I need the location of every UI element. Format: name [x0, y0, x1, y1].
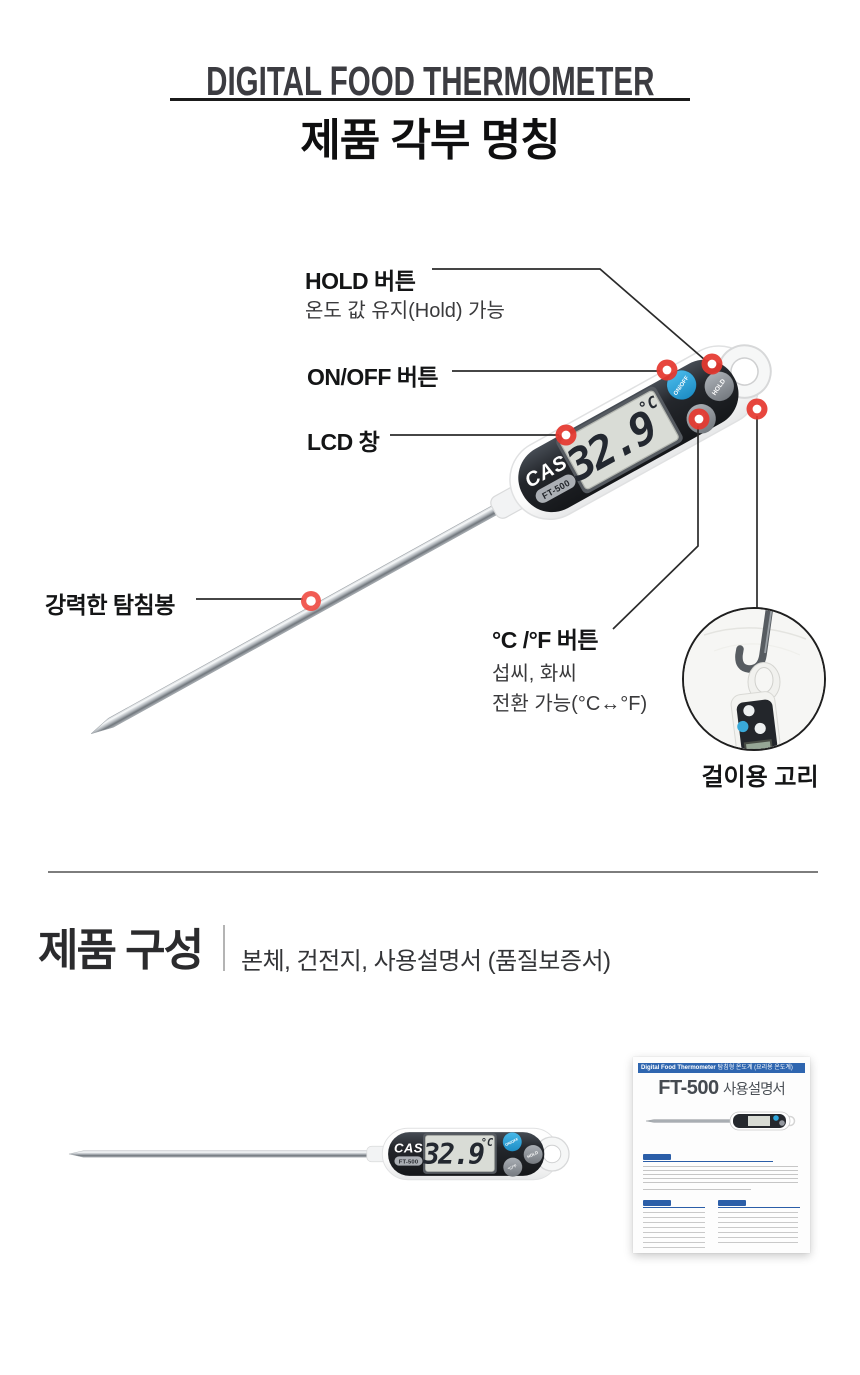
callout-on-off-label: ON/OFF 버튼 — [307, 364, 439, 390]
model-pill — [394, 1156, 423, 1166]
manual-section1-pill — [643, 1154, 671, 1160]
lcd-screen — [425, 1135, 495, 1172]
callout-hold-label: HOLD 버튼 — [305, 268, 416, 294]
manual-title: FT-500 사용설명서 — [633, 1077, 810, 1100]
manual-header-kr: 탐침형 온도계 (요리용 온도계) — [717, 1065, 793, 1071]
marker-unit-button — [688, 408, 710, 430]
unit-button-label: °C/°F — [507, 1163, 518, 1172]
hang-loop-hole — [542, 1144, 562, 1164]
hanging-unit-button — [754, 722, 766, 735]
probe-needle — [68, 1150, 371, 1158]
callout-unit-desc1: 섭씨, 화씨 — [492, 663, 577, 685]
plastic-loop-hole — [754, 667, 774, 693]
manual-section3-header — [718, 1200, 800, 1208]
hanging-hold-button — [743, 705, 755, 717]
inset-wall-line — [703, 627, 807, 640]
callout-lcd-label: LCD 창 — [307, 429, 380, 455]
marker-probe — [301, 591, 321, 611]
page-title-kr: 제품 각부 명칭 — [300, 116, 560, 165]
marker-on-off-button — [656, 359, 678, 381]
metal-hook-highlight — [764, 609, 773, 654]
marker-lcd — [555, 424, 577, 446]
probe-needle — [90, 502, 503, 734]
manual-section1-textline-extra — [643, 1189, 751, 1193]
hanging-lcd — [743, 739, 774, 749]
marker-hang-loop — [746, 398, 768, 420]
manual-title-kr: 사용설명서 — [723, 1082, 786, 1098]
manual-section2-header — [643, 1200, 705, 1208]
on-off-button — [502, 1132, 523, 1152]
lcd-value: 32.9 — [422, 1138, 484, 1171]
manual-title-model: FT-500 — [658, 1077, 719, 1099]
callout-lines — [196, 268, 758, 630]
composition-items: 본체, 건전지, 사용설명서 (품질보증서) — [241, 948, 611, 975]
manual-header-en: Digital Food Thermometer — [641, 1065, 716, 1071]
manual-thermometer-figure — [645, 1111, 796, 1131]
callout-hook-label: 걸이용 고리 — [701, 764, 819, 791]
hook-inset-svg — [684, 609, 824, 749]
callout-line-hold — [432, 268, 706, 361]
hold-button-label: HOLD — [526, 1150, 539, 1160]
hanging-thermometer-top — [730, 691, 781, 749]
callout-unit-label: °C /°F 버튼 — [492, 627, 599, 653]
callout-line-unit — [612, 426, 699, 630]
title-underline — [170, 98, 690, 101]
lcd-screen — [560, 390, 679, 490]
page-title-en: DIGITAL FOOD THERMOMETER — [0, 58, 860, 105]
part-markers — [301, 353, 768, 611]
manual-section2-textlines — [643, 1212, 705, 1248]
mini-probe — [645, 1119, 731, 1123]
composition-heading: 제품 구성 — [38, 926, 204, 975]
lcd-unit: °C — [481, 1138, 494, 1149]
hanging-on-off-button — [737, 720, 749, 733]
manual-section2-pill — [643, 1200, 671, 1206]
composition-separator — [223, 925, 225, 971]
unit-button — [503, 1157, 523, 1177]
on-off-button-label: ON/OFF — [505, 1137, 520, 1147]
marker-hold-button — [701, 353, 723, 375]
metal-hook — [735, 609, 774, 673]
brand-logo: CAS — [394, 1141, 423, 1156]
manual-section3-pill — [718, 1200, 746, 1206]
inset-wall-line2 — [713, 643, 801, 656]
hold-button — [523, 1144, 543, 1165]
mini-hold — [779, 1120, 785, 1126]
hang-loop-inset-photo — [682, 607, 826, 751]
section-divider — [48, 871, 818, 873]
model-pill — [535, 474, 576, 503]
callout-unit-desc2: 전환 가능(°C↔°F) — [492, 693, 648, 715]
callout-hold-desc: 온도 값 유지(Hold) 가능 — [305, 300, 505, 322]
thermometer-hero: CAS FT-500 32.9 °C ON/OFF HOLD °C/°F — [90, 344, 772, 734]
page-title-en-text: DIGITAL FOOD THERMOMETER — [205, 58, 655, 104]
manual-section1-header — [643, 1154, 773, 1162]
manual-section3-textlines — [718, 1212, 798, 1244]
callout-probe-label: 강력한 탐침봉 — [45, 592, 175, 618]
mini-on-off — [773, 1115, 779, 1121]
thermometer-bottom: CAS FT-500 32.9 °C ON/OFF HOLD °C/°F — [68, 1127, 570, 1181]
manual-section1-textlines — [643, 1166, 798, 1184]
model-label: FT-500 — [399, 1160, 419, 1166]
mini-lcd — [748, 1116, 770, 1126]
